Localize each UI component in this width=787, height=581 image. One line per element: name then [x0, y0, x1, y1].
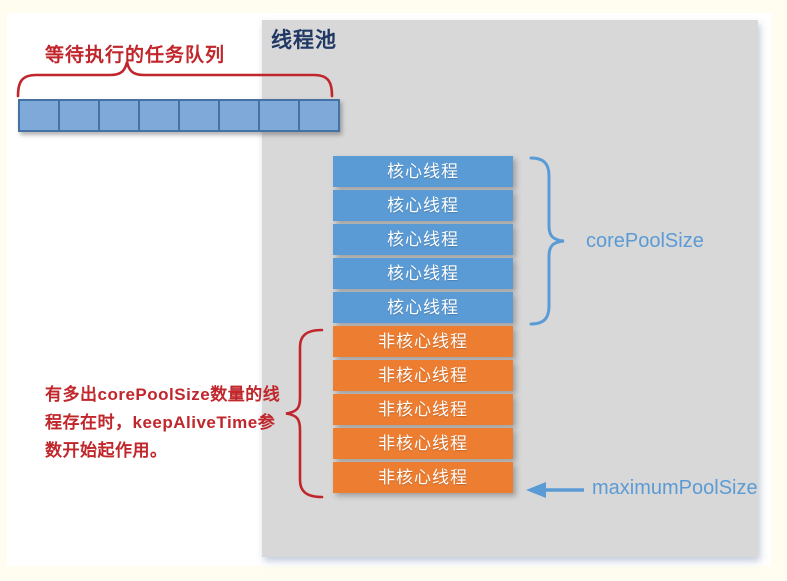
maximumpoolsize-label: maximumPoolSize — [592, 477, 758, 499]
thread-pool-title: 线程池 — [271, 29, 337, 52]
noncore-thread-row: 非核心线程 — [333, 326, 513, 357]
queue-cell — [258, 99, 300, 132]
core-thread-row: 核心线程 — [333, 156, 513, 187]
core-thread-row: 核心线程 — [333, 292, 513, 323]
keepalive-note: 有多出corePoolSize数量的线 程存在时，keepAliveTime参 … — [45, 381, 280, 465]
core-thread-row: 核心线程 — [333, 190, 513, 221]
core-thread-row: 核心线程 — [333, 258, 513, 289]
queue-cell — [138, 99, 180, 132]
task-queue — [18, 99, 340, 132]
queue-cell — [298, 99, 340, 132]
queue-cell — [218, 99, 260, 132]
noncore-thread-row: 非核心线程 — [333, 428, 513, 459]
keepalive-note-line: 有多出corePoolSize数量的线 — [45, 385, 281, 404]
queue-cell — [58, 99, 100, 132]
noncore-thread-row: 非核心线程 — [333, 360, 513, 391]
keepalive-note-line: 程存在时，keepAliveTime参 — [45, 413, 276, 432]
noncore-thread-row: 非核心线程 — [333, 462, 513, 493]
task-queue-label: 等待执行的任务队列 — [45, 45, 226, 66]
queue-cell — [18, 99, 60, 132]
core-thread-row: 核心线程 — [333, 224, 513, 255]
thread-stack: 核心线程 核心线程 核心线程 核心线程 核心线程 非核心线程 非核心线程 非核心… — [333, 156, 513, 493]
keepalive-note-line: 数开始起作用。 — [45, 441, 168, 460]
queue-cell — [178, 99, 220, 132]
corepoolsize-label: corePoolSize — [586, 230, 704, 252]
noncore-thread-row: 非核心线程 — [333, 394, 513, 425]
queue-cell — [98, 99, 140, 132]
